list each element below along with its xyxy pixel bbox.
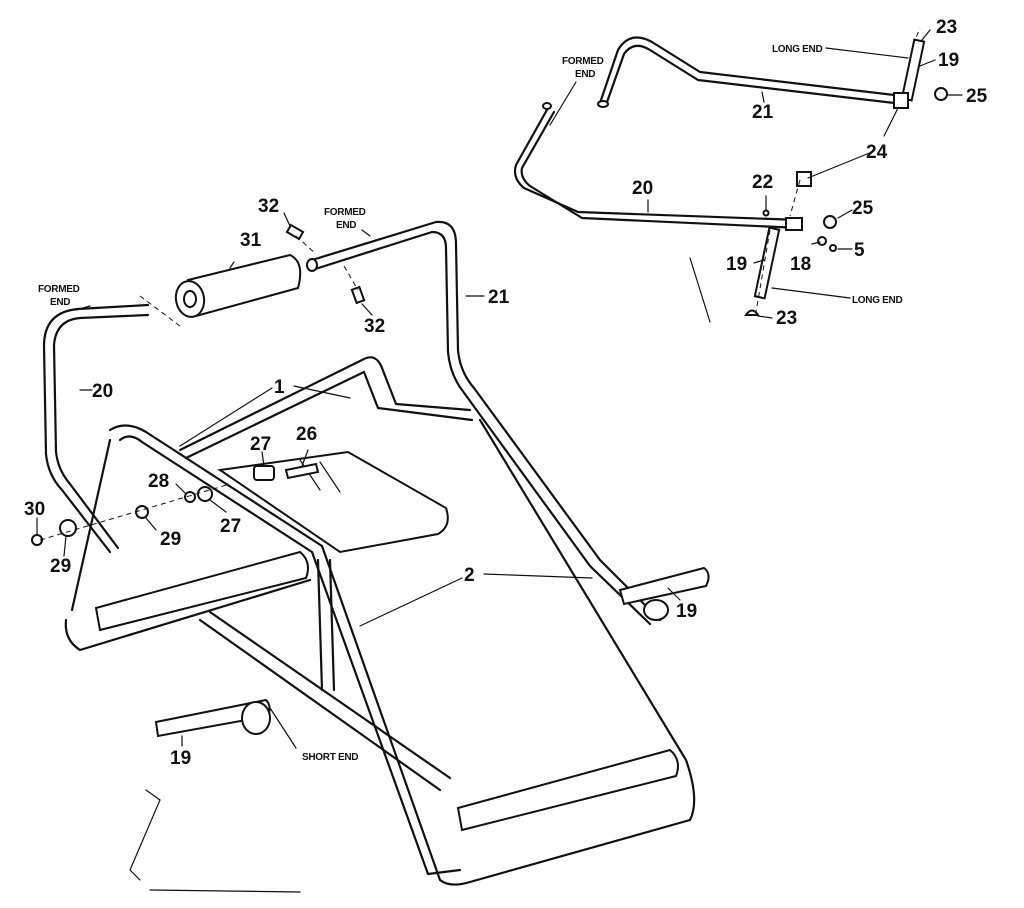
part-20-handle (52, 313, 150, 550)
lower-foam-roller-left (94, 550, 309, 632)
lower-foam-roller-right (456, 748, 679, 832)
part-32-bolt-lower (350, 285, 366, 305)
callout-24: 24 (866, 142, 888, 163)
part-29-bushing-outer (59, 519, 77, 537)
callout-22: 22 (752, 172, 773, 193)
formed-end-label-left-2: END (50, 297, 70, 308)
callout-2: 2 (464, 565, 475, 586)
part-20-detail (513, 106, 802, 222)
callout-5: 5 (854, 240, 865, 261)
callout-25-mid: 25 (852, 198, 874, 219)
part-25-cap-lower (823, 215, 837, 229)
callout-27-bottom: 27 (220, 516, 241, 537)
callout-28: 28 (148, 471, 169, 492)
callout-29-inner: 29 (160, 529, 181, 550)
part-19-pin-lower (753, 226, 781, 300)
formed-end-label-detail-1: FORMED (562, 56, 604, 67)
part-23-cap-lower (744, 309, 760, 316)
formed-end-label-main-2: END (336, 220, 356, 231)
formed-end-label-main-1: FORMED (324, 207, 366, 218)
seat-pad (217, 450, 449, 554)
part-24-bushing (796, 171, 812, 187)
part-19-pin-upper (900, 38, 926, 102)
part-21-handle (310, 220, 662, 622)
callout-19-top: 19 (938, 50, 959, 71)
callout-23-top: 23 (936, 17, 957, 38)
formed-end-label-detail-2: END (575, 69, 595, 80)
callout-21-main: 21 (488, 287, 510, 308)
callout-labels: 23 19 25 21 24 20 22 25 5 18 19 23 32 31… (24, 17, 988, 769)
long-end-label-bottom: LONG END (852, 295, 902, 306)
callout-30: 30 (24, 499, 45, 520)
callout-1: 1 (274, 377, 285, 398)
callout-25-top: 25 (966, 86, 988, 107)
part-22-screw (762, 209, 770, 217)
part-21-detail (598, 36, 905, 105)
callout-19-mid: 19 (726, 254, 747, 275)
callout-18: 18 (790, 254, 811, 275)
callout-29-outer: 29 (50, 556, 71, 577)
formed-end-label-left-1: FORMED (38, 284, 80, 295)
callout-20-main: 20 (92, 381, 113, 402)
callout-19-left: 19 (170, 748, 191, 769)
part-1-seat-frame (178, 356, 472, 452)
part-18-washer (817, 236, 827, 246)
detail-view (513, 27, 963, 323)
callout-23-mid: 23 (776, 308, 797, 329)
part-25-cap-upper (934, 87, 948, 101)
part-28-washer (184, 491, 196, 503)
part-27-spacer-lower (197, 486, 213, 502)
callout-32-bottom: 32 (364, 316, 385, 337)
short-end-label: SHORT END (302, 752, 358, 763)
callout-26: 26 (296, 424, 317, 445)
part-32-bolt-upper (285, 223, 305, 241)
callout-31: 31 (240, 230, 262, 251)
part-27-spacer-upper (253, 465, 275, 481)
part-19-pin-right (618, 566, 710, 606)
part-31-foam-roller (186, 253, 302, 318)
callout-19-right: 19 (676, 601, 697, 622)
callout-27-top: 27 (250, 434, 271, 455)
part-30-nut (31, 534, 43, 546)
part-26-bolt (284, 462, 320, 480)
part-29-bushing-inner (135, 505, 149, 519)
callout-20-top: 20 (632, 178, 653, 199)
part-5-nut (829, 244, 837, 252)
long-end-label-top: LONG END (772, 44, 822, 55)
callout-21-top: 21 (752, 102, 774, 123)
main-view (31, 212, 710, 893)
callout-32-top: 32 (258, 196, 279, 217)
part-2-main-frame (108, 418, 696, 886)
